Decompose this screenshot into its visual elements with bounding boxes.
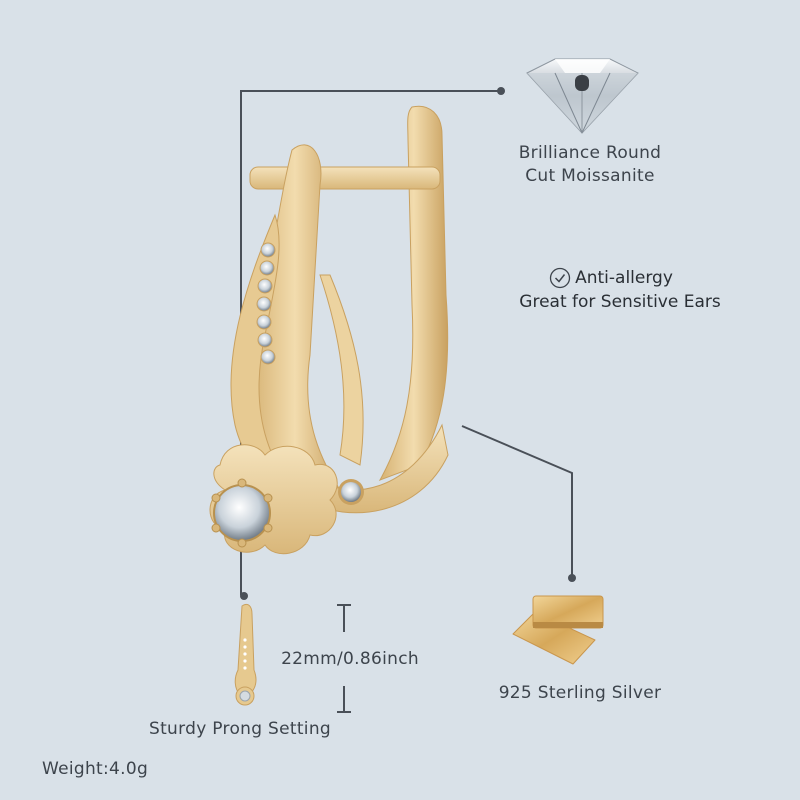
gemstone-label-line1: Brilliance Round: [518, 143, 662, 163]
earring-thumbnail: [234, 603, 257, 706]
anti-allergy-subtitle: Great for Sensitive Ears: [519, 292, 721, 312]
weight-label: Weight:4.0g: [42, 759, 149, 779]
size-label: 22mm/0.86inch: [281, 649, 419, 669]
silver-bars-image: [512, 595, 604, 665]
material-label: 925 Sterling Silver: [498, 683, 662, 703]
anti-allergy-title: Anti-allergy: [575, 268, 673, 288]
setting-label: Sturdy Prong Setting: [149, 719, 331, 739]
anti-allergy-feature: Anti-allergy Great for Sensitive Ears: [500, 266, 740, 314]
earring-image: [209, 105, 449, 555]
check-circle-icon: [549, 267, 571, 289]
gemstone-label: Brilliance Round Cut Moissanite: [490, 142, 690, 188]
gemstone-label-line2: Cut Moissanite: [525, 166, 655, 186]
diamond-image: [526, 58, 639, 134]
